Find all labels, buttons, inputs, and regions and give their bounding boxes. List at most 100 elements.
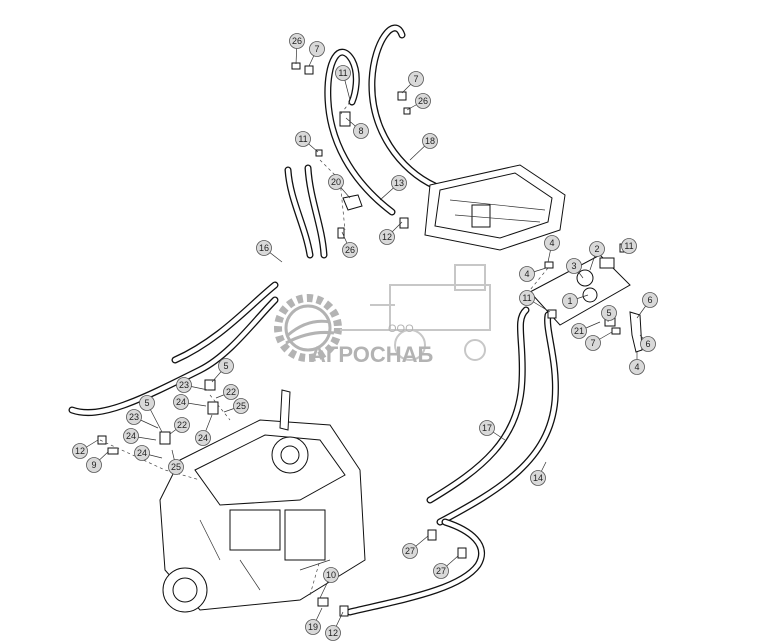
callout-number: 22 [177,420,187,430]
callout-24: 24 [173,394,207,410]
callout-bubble [174,417,190,433]
callout-bubble [391,175,407,191]
callout-number: 1 [567,296,572,306]
callout-number: 5 [606,308,611,318]
callout-11: 11 [295,131,319,153]
callout-bubble [601,305,617,321]
watermark-brand: АГРОСНАБ [310,342,434,367]
callout-21: 21 [571,321,601,339]
callout-bubble [519,266,535,282]
callout-bubble [562,293,578,309]
callout-number: 13 [394,178,404,188]
callout-25: 25 [168,449,184,475]
callout-bubble [176,377,192,393]
callout-number: 5 [144,398,149,408]
callout-24: 24 [123,428,157,444]
bracket-4 [629,311,643,353]
callout-number: 5 [223,361,228,371]
callout-18: 18 [409,133,438,161]
callout-2: 2 [589,241,605,271]
callout-number: 18 [425,136,435,146]
callout-7: 7 [585,331,613,351]
callout-22: 22 [215,384,239,400]
callout-4: 4 [544,235,560,263]
callout-number: 7 [413,74,418,84]
callout-number: 9 [91,460,96,470]
callout-bubble [530,470,546,486]
callout-bubble [123,428,139,444]
callout-11: 11 [335,65,351,101]
callout-17: 17 [479,420,506,441]
callout-bubble [402,543,418,559]
callout-number: 27 [405,546,415,556]
hose-17 [426,306,530,504]
callout-23: 23 [126,409,159,429]
callout-bubble [86,457,102,473]
callout-bubble [173,394,189,410]
callout-number: 22 [226,387,236,397]
callout-bubble [139,395,155,411]
callout-number: 6 [645,339,650,349]
hose-13 [324,48,396,216]
hose-16-upper [284,164,328,259]
callout-bubble [621,238,637,254]
callout-number: 12 [75,446,85,456]
callout-5: 5 [601,305,617,323]
callout-bubble [305,619,321,635]
callout-number: 6 [647,295,652,305]
callout-3: 3 [566,258,584,279]
callout-bubble [589,241,605,257]
callout-23: 23 [176,377,209,393]
callout-number: 7 [590,338,595,348]
callout-9: 9 [86,451,109,473]
callout-number: 21 [574,326,584,336]
callout-7: 7 [308,41,325,67]
callout-26: 26 [289,33,305,65]
callout-number: 26 [292,36,302,46]
callout-bubble [134,445,150,461]
callout-bubble [544,235,560,251]
callout-number: 19 [308,622,318,632]
callout-bubble [342,242,358,258]
callout-24: 24 [134,445,163,461]
callout-bubble [629,359,645,375]
callout-26: 26 [406,93,431,111]
callout-bubble [422,133,438,149]
callout-number: 24 [137,448,147,458]
gear-icon [274,294,342,362]
callout-bubble [309,41,325,57]
callout-number: 8 [358,126,363,136]
callout-4: 4 [519,266,547,282]
callout-bubble [233,398,249,414]
hose-16-lower [68,281,279,417]
watermark: ООО АГРОСНАБ [248,255,518,385]
hoses [68,24,559,616]
callout-bubble [519,290,535,306]
callout-12: 12 [379,221,403,245]
callout-bubble [295,131,311,147]
callout-bubble [415,93,431,109]
callout-19: 19 [305,607,323,635]
callout-number: 17 [482,423,492,433]
connection-lines [99,101,549,596]
callout-12: 12 [325,611,344,641]
watermark-prefix: ООО [388,323,414,335]
callout-bubble [323,567,339,583]
hose-return-lower [346,518,486,616]
callout-27: 27 [433,555,459,579]
callout-5: 5 [211,358,234,383]
callout-16: 16 [256,240,283,263]
callout-bubble [72,443,88,459]
callout-number: 23 [129,412,139,422]
callout-27: 27 [402,535,429,559]
callout-number: 26 [418,96,428,106]
callout-bubble [433,563,449,579]
callout-number: 4 [549,238,554,248]
callout-number: 23 [179,380,189,390]
callout-number: 27 [436,566,446,576]
callout-number: 4 [524,269,529,279]
callout-bubble [335,65,351,81]
callout-number: 25 [236,401,246,411]
